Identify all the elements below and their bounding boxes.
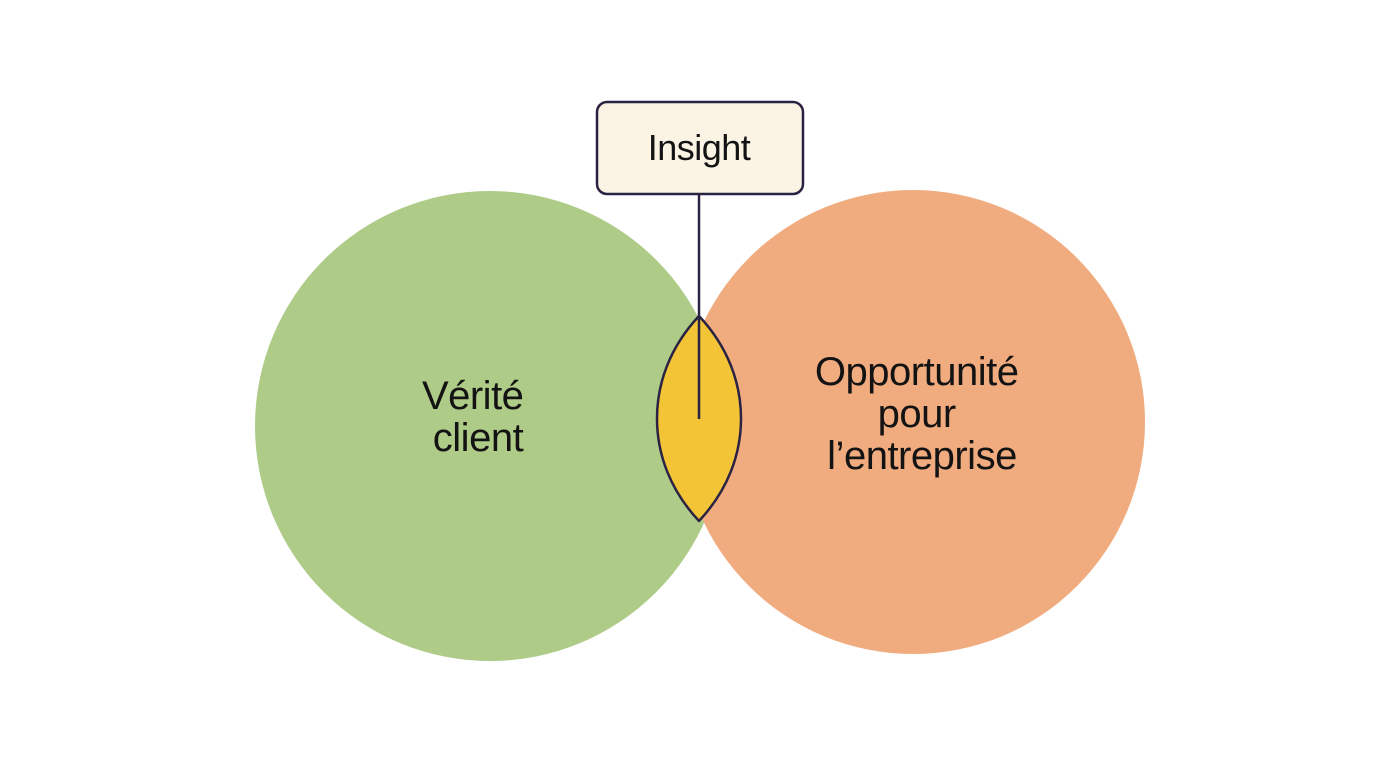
insight-box-label: Insight <box>648 127 751 168</box>
left-circle <box>255 191 725 661</box>
left-circle-label-line-2: client <box>433 416 524 460</box>
insight-box <box>595 100 805 196</box>
right-circle-label-line-2: pour <box>878 392 956 436</box>
right-circle <box>681 190 1145 654</box>
right-circle-label-line-3: l’entreprise <box>827 434 1017 478</box>
right-circle-label: Opportunité pour l’entreprise <box>815 350 1029 478</box>
right-circle-label-line-1: Opportunité <box>815 350 1019 394</box>
left-circle-label: Vérité client <box>422 374 534 460</box>
left-circle-label-line-1: Vérité <box>422 374 524 418</box>
